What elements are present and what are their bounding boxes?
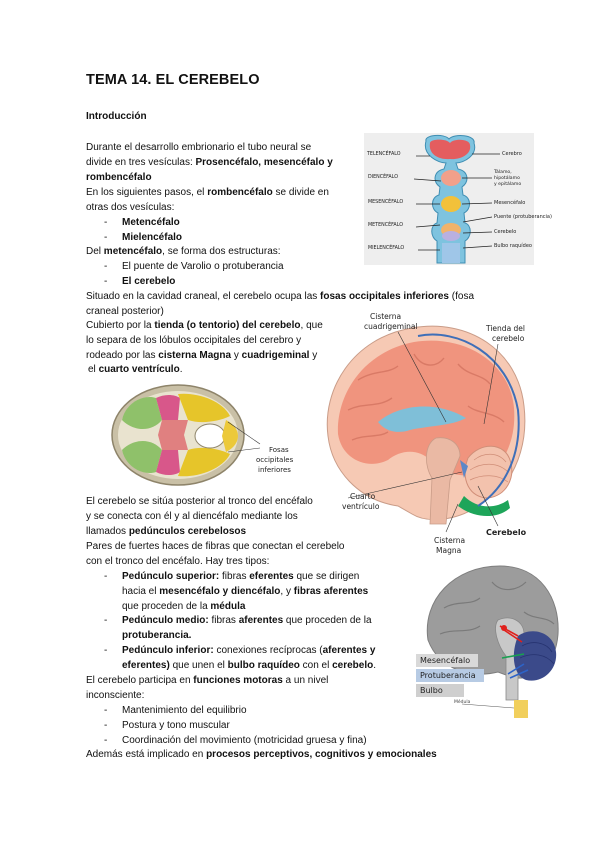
text-line: El cerebelo participa en funciones motor… [86, 675, 329, 686]
text-line: Además está implicado en procesos percep… [86, 749, 437, 760]
text-line: y se conecta con él y al diencéfalo medi… [86, 511, 298, 522]
text-line: llamados pedúnculos cerebelosos [86, 526, 247, 537]
text-line: En los siguientes pasos, el rombencéfalo… [86, 187, 329, 198]
label-mesencefalo-right: Mesencéfalo [494, 200, 526, 206]
text-line: Durante el desarrollo embrionario el tub… [86, 142, 312, 153]
label-mesencefalo: MESENCÉFALO [368, 200, 404, 205]
text-line: Del metencéfalo, se forma dos estructura… [86, 246, 281, 257]
section-heading: Introducción [86, 111, 147, 122]
label-bulbo-box: Bulbo [416, 684, 464, 697]
label-cisterna-cuad-1: Cisterna [370, 312, 402, 321]
label-cisterna-cuad-2: cuadrigeminal [364, 322, 418, 331]
text-line: Pares de fuertes haces de fibras que con… [86, 541, 345, 552]
label-bulbo-raquideo: Bulbo raquídeo [494, 243, 532, 249]
text-line: Situado en la cavidad craneal, el cerebe… [86, 291, 475, 302]
label-tienda-1: Tienda del [486, 324, 526, 333]
label-cerebelo-sagital: Cerebelo [486, 528, 527, 537]
label-talamo: Tálamo, [494, 170, 512, 175]
sagital-diagram [326, 325, 526, 533]
label-occipitales: occipitales [256, 456, 294, 464]
label-hipotalamo: hipotálamo [494, 176, 520, 181]
text-line: protuberancia. [122, 630, 192, 641]
text-line: hacia el mesencéfalo y diencéfalo, y fib… [122, 586, 369, 597]
vesiculas-diagram [413, 134, 500, 264]
text-line: rombencéfalo [86, 172, 152, 183]
text-line: craneal posterior) [86, 306, 164, 317]
label-diencefalo: DIENCÉFALO [368, 175, 398, 180]
label-epitalamo: y epitálamo [494, 182, 522, 187]
text-line: lo separa de los lóbulos occipitales del… [86, 335, 302, 346]
text-line: que proceden de la médula [122, 601, 246, 612]
label-telencefalo: TELENCÉFALO [367, 152, 401, 157]
label-protuberancia-box: Protuberancia [416, 669, 484, 682]
text-line: eferentes) que unen el bulbo raquídeo co… [122, 660, 377, 671]
label-mesencefalo-box: Mesencéfalo [416, 654, 478, 667]
text-line: con el tronco del encéfalo. Hay tres tip… [86, 556, 270, 567]
label-cuarto-1: Cuarto [350, 492, 376, 501]
text-line: rodeado por las cisterna Magna y cuadrig… [86, 350, 318, 361]
figure-vesiculas: TELENCÉFALO DIENCÉFALO MESENCÉFALO METEN… [364, 133, 552, 265]
label-cerebro: Cerebro [502, 151, 522, 157]
text-line: Cubierto por la tienda (o tentorio) del … [86, 320, 323, 331]
label-fosas: Fosas [269, 446, 289, 454]
craneo-diagram [111, 384, 261, 486]
figure-tronco: Mesencéfalo Protuberancia Bulbo Médula [414, 560, 560, 718]
label-mielencefalo: MIELENCÉFALO [368, 246, 405, 251]
label-cuarto-2: ventrículo [342, 502, 380, 511]
figure-sagital: Cisterna cuadrigeminal Tienda del cerebe… [318, 310, 538, 560]
text-line: el cuarto ventrículo. [88, 364, 183, 375]
label-inferiores: inferiores [258, 466, 291, 474]
label-magna-1: Cisterna [434, 536, 466, 545]
label-tienda-2: cerebelo [492, 334, 525, 343]
label-puente: Puente (protuberancia) [494, 214, 552, 220]
text-line: El cerebelo se sitúa posterior al tronco… [86, 496, 313, 507]
figure-craneo: Fosas occipitales inferiores [104, 380, 304, 492]
page-title: TEMA 14. EL CEREBELO [86, 72, 260, 88]
tronco-diagram [426, 565, 559, 718]
label-cerebelo: Cerebelo [494, 229, 517, 235]
label-magna-2: Magna [436, 546, 462, 555]
text-line: divide en tres vesículas: Prosencéfalo, … [86, 157, 333, 168]
text-line: otras dos vesículas: [86, 202, 175, 213]
label-metencefalo: METENCÉFALO [368, 223, 403, 228]
text-line: inconsciente: [86, 690, 145, 701]
label-medula: Médula [454, 700, 471, 705]
